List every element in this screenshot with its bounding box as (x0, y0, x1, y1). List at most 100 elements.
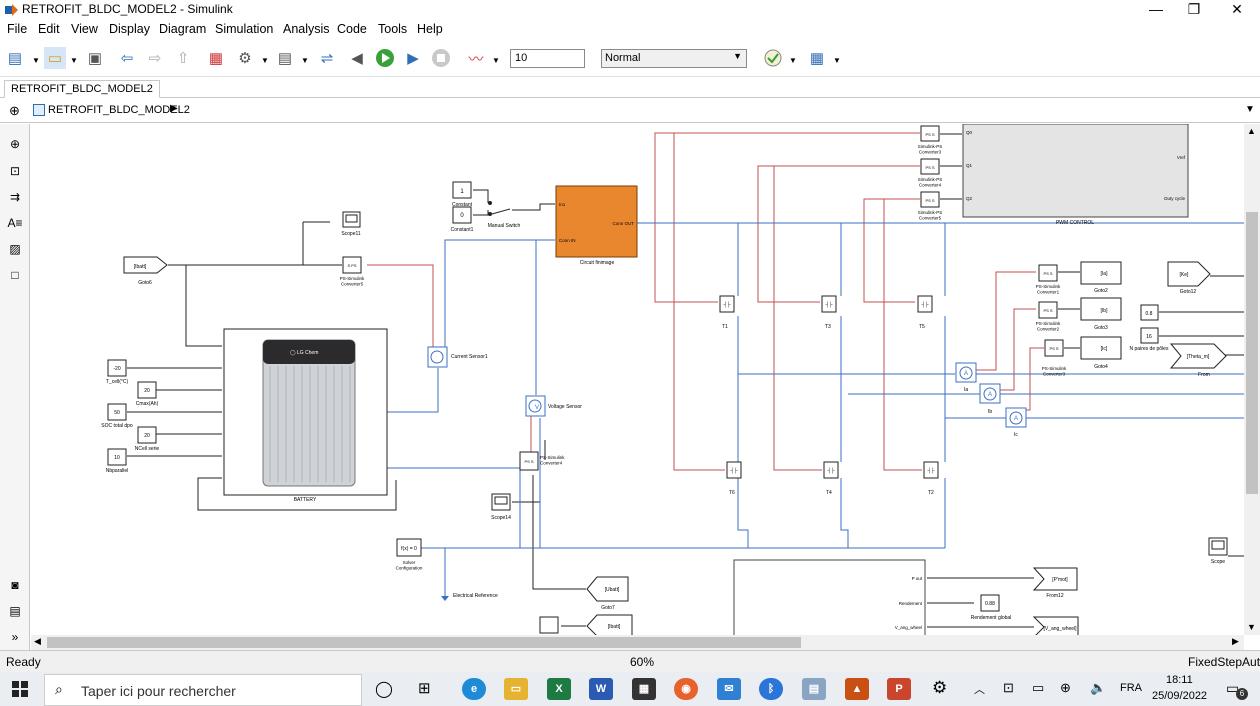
mail-icon[interactable]: ✉ (717, 678, 741, 700)
open-dropdown-icon[interactable]: ▼ (70, 56, 78, 65)
explorer-dropdown-icon[interactable]: ▼ (301, 56, 309, 65)
menu-code[interactable]: Code (337, 22, 367, 36)
back-arrow-icon[interactable]: ⇦ (120, 50, 134, 67)
soc-constant-block[interactable] (107, 403, 127, 421)
mosfet-t5[interactable]: ┤├ T5 (917, 295, 933, 330)
constant-08-block[interactable] (1140, 304, 1159, 321)
store-icon[interactable]: ▦ (632, 678, 656, 700)
scroll-down-icon[interactable]: ▼ (1247, 622, 1256, 632)
menu-help[interactable]: Help (417, 22, 443, 36)
solver-configuration-block[interactable] (396, 538, 422, 557)
close-button[interactable]: ✕ (1231, 1, 1243, 17)
stop-time-input[interactable]: 10 (510, 49, 585, 68)
scope-bottom-block[interactable] (539, 616, 559, 634)
goto-ibatt-block[interactable] (586, 614, 633, 635)
clock-date[interactable]: 25/09/2022 (1152, 690, 1208, 702)
ground-icon[interactable] (441, 596, 449, 601)
goto7-block[interactable] (586, 576, 629, 602)
library-browser-icon[interactable]: ▦ (208, 50, 224, 67)
solver-status[interactable]: FixedStepAuto (1188, 655, 1260, 669)
taskbar-search-box[interactable]: ⌕ Taper ici pour rechercher (44, 674, 362, 706)
horizontal-scrollbar[interactable]: ◀ ▶ (31, 635, 1244, 650)
settings-dropdown-icon[interactable]: ▼ (261, 56, 269, 65)
model-settings-gear-icon[interactable]: ⚙ (238, 50, 252, 67)
minimize-button[interactable]: — (1149, 1, 1163, 17)
simulink-ps-converter5-block[interactable] (920, 191, 940, 208)
rendement-constant-block[interactable] (980, 594, 1000, 612)
from-theta-block[interactable] (1169, 343, 1227, 369)
breadcrumb-chevron-icon[interactable]: ▶ (170, 103, 178, 114)
volume-icon[interactable]: 🔈 (1090, 680, 1107, 695)
power-subsystem-block[interactable] (733, 559, 926, 635)
new-dropdown-icon[interactable]: ▼ (32, 56, 40, 65)
matlab-icon[interactable]: ▲ (845, 678, 869, 700)
save-icon[interactable]: ▣ (87, 50, 103, 67)
goto12-block[interactable] (1167, 261, 1211, 287)
powerpoint-icon[interactable]: P (887, 678, 911, 700)
tray-expand-icon[interactable]: ︿ (974, 684, 985, 696)
constant1-block[interactable] (452, 206, 472, 224)
simulation-mode-select[interactable]: Normal ▼ (601, 49, 747, 68)
maximize-button[interactable]: ❐ (1187, 1, 1201, 17)
step-back-icon[interactable]: ◀ (351, 50, 363, 67)
image-icon[interactable]: ▨ (9, 242, 21, 256)
meet-icon[interactable]: ⊡ (1003, 680, 1014, 695)
horizontal-scroll-thumb[interactable] (47, 637, 801, 648)
constant-block[interactable] (452, 181, 472, 199)
menu-display[interactable]: Display (109, 22, 150, 36)
goto3-block[interactable] (1080, 297, 1122, 321)
file-explorer-icon[interactable]: ▭ (504, 678, 528, 700)
circuit-subsystem-block[interactable] (555, 185, 638, 258)
from-vang-block[interactable] (1032, 616, 1079, 635)
properties-icon[interactable]: ▤ (9, 604, 21, 618)
area-icon[interactable]: □ (11, 268, 19, 282)
data-inspector-icon[interactable]: 〰 (468, 50, 484, 68)
fit-view-icon[interactable]: ⊡ (9, 164, 21, 178)
inspector-dropdown-icon[interactable]: ▼ (492, 56, 500, 65)
menu-edit[interactable]: Edit (38, 22, 60, 36)
simulink-ps-converter4-block[interactable] (920, 158, 940, 175)
menu-simulation[interactable]: Simulation (215, 22, 274, 36)
stop-button[interactable] (430, 47, 452, 69)
ps-converter2-block[interactable] (1038, 301, 1058, 319)
ps-converter3-block[interactable] (1044, 339, 1064, 357)
from12-block[interactable] (1032, 567, 1078, 591)
language-indicator[interactable]: FRA (1120, 682, 1142, 694)
scroll-right-icon[interactable]: ▶ (1232, 636, 1239, 646)
ps-converter1-block[interactable] (1038, 264, 1058, 282)
battery-icon[interactable]: ▭ (1032, 680, 1045, 695)
ncell-constant-block[interactable] (137, 426, 157, 444)
excel-icon[interactable]: X (547, 678, 571, 700)
breadcrumb-dropdown-icon[interactable]: ▼ (1245, 104, 1255, 115)
up-arrow-icon[interactable]: ⇧ (176, 50, 190, 67)
model-advisor-check-icon[interactable] (762, 47, 784, 69)
windows-start-icon[interactable] (12, 681, 28, 697)
simulink-ps-converter3-block[interactable] (920, 125, 940, 142)
forward-arrow-icon[interactable]: ⇨ (148, 50, 162, 67)
scroll-up-icon[interactable]: ▲ (1247, 126, 1256, 136)
vertical-scrollbar[interactable]: ▲ ▼ (1244, 124, 1260, 635)
model-explorer-icon[interactable]: ▤ (277, 50, 293, 67)
build-dropdown-icon[interactable]: ▼ (833, 56, 841, 65)
menu-file[interactable]: File (7, 22, 28, 36)
scroll-left-icon[interactable]: ◀ (34, 636, 41, 646)
build-grid-icon[interactable]: ▦ (809, 50, 825, 67)
mosfet-t6[interactable]: ┤├ T6 (726, 461, 742, 496)
word-icon[interactable]: W (589, 678, 613, 700)
notification-icon[interactable]: ▭ (1226, 680, 1240, 696)
nbparallel-constant-block[interactable] (107, 448, 127, 466)
pwm-control-subsystem-block[interactable] (962, 124, 1189, 218)
screenshot-icon[interactable]: ◙ (11, 578, 19, 592)
mosfet-t2[interactable]: ┤├ T2 (923, 461, 939, 496)
tcell-constant-block[interactable] (107, 359, 127, 377)
annotation-icon[interactable]: A≡ (7, 216, 23, 230)
network-globe-icon[interactable]: ⊕ (1060, 680, 1071, 695)
ps-converter4-block[interactable] (519, 451, 539, 471)
mosfet-t1[interactable]: ┤├ T1 (719, 295, 735, 330)
cmax-constant-block[interactable] (137, 381, 157, 399)
new-model-icon[interactable]: ▤ (7, 50, 23, 67)
step-forward-icon[interactable]: ▶ (407, 50, 419, 67)
tab-model[interactable]: RETROFIT_BLDC_MODEL2 (4, 80, 160, 98)
open-folder-icon[interactable]: ▭ (44, 47, 66, 69)
task-view-icon[interactable]: ◯ (375, 681, 393, 698)
